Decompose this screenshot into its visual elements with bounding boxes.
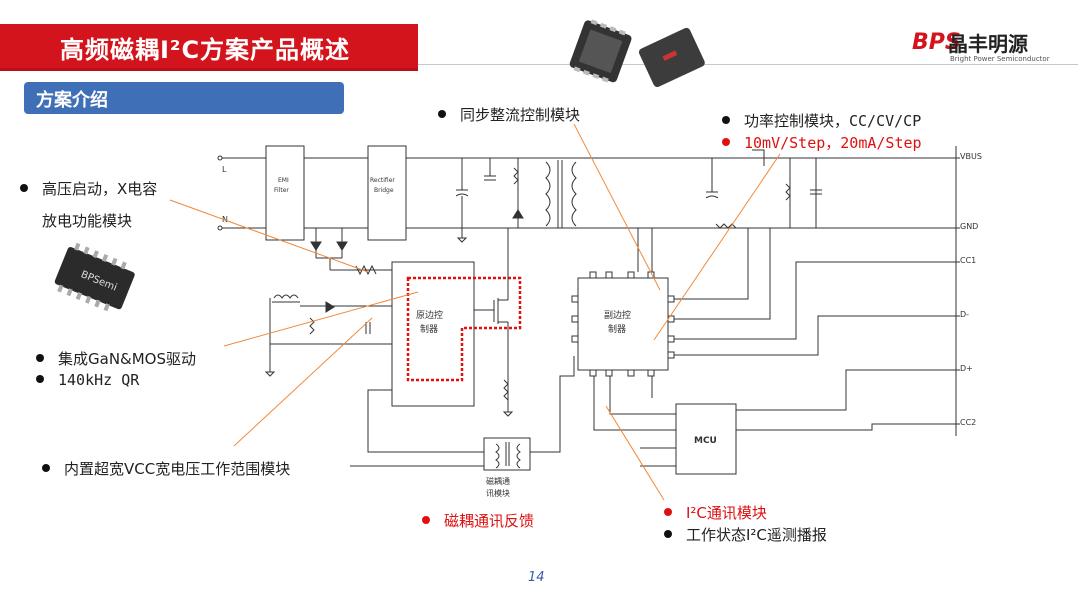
bullet-icon <box>20 183 28 192</box>
header-divider <box>418 64 1078 65</box>
output-filter <box>705 149 822 229</box>
leader-power <box>653 153 781 341</box>
title-bar <box>0 24 418 71</box>
bullet-icon <box>42 463 50 472</box>
annotation-i2c-telemetry: 工作状态I²C遥测播报 <box>664 524 827 545</box>
bridge-label-2: Bridge <box>374 187 394 194</box>
annotation-i2c: I²C通讯模块 <box>664 502 767 523</box>
package-chip-image <box>638 27 705 88</box>
emi-label-1: EMI <box>278 177 289 184</box>
annotation-sync-rect: 同步整流控制模块 <box>438 104 580 125</box>
bullet-icon <box>664 529 672 538</box>
bullet-icon <box>664 507 672 516</box>
brand-name: 晶丰明源 <box>948 32 1028 56</box>
annotation-step: 10mV/Step，20mA/Step <box>722 132 922 153</box>
secondary-label-1: 副边控 <box>604 309 631 321</box>
coupler-label-1: 磁耦通 <box>486 476 510 486</box>
rectifier-bridge-block <box>367 145 407 241</box>
section-banner <box>24 82 344 114</box>
pin-vbus: VBUS <box>960 152 982 161</box>
primary-controller-block <box>391 261 475 407</box>
leader-i2c <box>605 405 665 501</box>
mcu-label: MCU <box>694 436 717 446</box>
secondary-controller-block <box>577 277 669 371</box>
integrated-gan-highlight <box>406 276 522 382</box>
magnetic-coupler-block <box>483 437 531 471</box>
leader-sync <box>573 123 661 291</box>
annotation-gan: 集成GaN&MOS驱动 <box>36 348 196 369</box>
ac-input-wiring <box>217 155 960 231</box>
bullet-icon <box>722 137 730 146</box>
snubber <box>484 158 524 228</box>
coupler-label-2: 讯模块 <box>486 488 510 498</box>
leader-vcc <box>233 317 373 447</box>
primary-label-1: 原边控 <box>416 309 443 321</box>
bullet-icon <box>36 374 44 383</box>
annotation-vcc: 内置超宽VCC宽电压工作范围模块 <box>42 458 290 479</box>
bullet-icon <box>438 109 446 118</box>
bullet-icon <box>422 515 430 524</box>
annotation-hv-start: 高压启动，X电容 <box>20 178 157 199</box>
pin-gnd: GND <box>960 222 979 231</box>
pin-d-minus: D- <box>960 310 970 319</box>
qfn-chip-image <box>569 19 632 83</box>
aux-winding <box>264 294 392 377</box>
output-wiring <box>593 228 960 467</box>
bullet-icon <box>722 115 730 124</box>
emi-label-2: Filter <box>274 187 289 194</box>
input-l-label: L <box>222 165 227 174</box>
sop-chip-image: BPSemi <box>54 242 135 312</box>
annotation-qr: 140kHz QR <box>36 371 139 389</box>
secondary-pins <box>571 271 675 377</box>
primary-label-2: 制器 <box>420 323 438 335</box>
leader-gan <box>223 291 419 347</box>
annotation-power-ctrl: 功率控制模块，CC/CV/CP <box>722 110 921 131</box>
brand-logo-mark: BPS <box>912 30 961 55</box>
primary-mosfet <box>474 228 514 417</box>
bridge-label-1: Rectifier <box>370 177 395 184</box>
brand-tagline: Bright Power Semiconductor <box>950 55 1050 63</box>
page-number: 14 <box>528 570 545 585</box>
emi-filter-block <box>265 145 305 241</box>
pin-cc1: CC1 <box>960 256 977 265</box>
page-title: 高频磁耦I²C方案产品概述 <box>60 36 351 64</box>
chip-images <box>569 19 705 88</box>
leader-hv-start <box>169 199 369 273</box>
section-title: 方案介绍 <box>36 90 108 111</box>
annotation-hv-start-2: 放电功能模块 <box>42 212 133 230</box>
main-transformer <box>545 160 577 228</box>
mcu-block <box>675 403 737 475</box>
pin-cc2: CC2 <box>960 418 977 427</box>
annotation-mag-feedback: 磁耦通讯反馈 <box>422 510 534 531</box>
bulk-capacitor <box>455 158 469 243</box>
pin-d-plus: D+ <box>960 364 973 373</box>
secondary-label-2: 制器 <box>608 323 626 335</box>
bullet-icon <box>36 353 44 362</box>
